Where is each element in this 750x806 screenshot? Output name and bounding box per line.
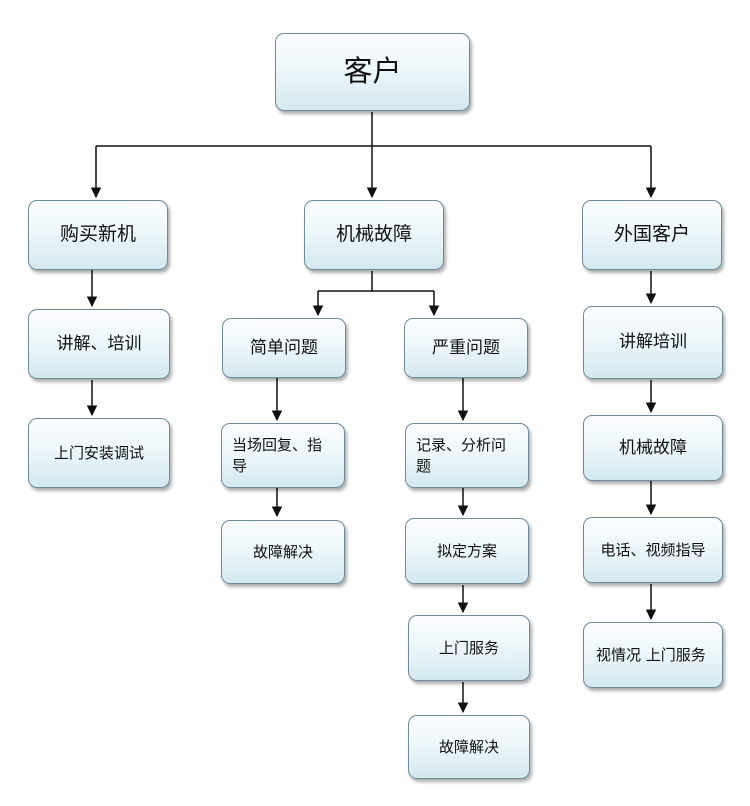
node-label: 严重问题 <box>432 337 500 358</box>
node-label: 客户 <box>343 54 402 89</box>
node-label: 电话、视频指导 <box>600 540 706 559</box>
node-label: 机械故障 <box>619 437 687 458</box>
node-label: 记录、分析问题 <box>416 436 507 475</box>
node-label: 简单问题 <box>250 337 318 358</box>
node-onsite-service: 上门服务 <box>408 615 530 681</box>
node-label: 机械故障 <box>335 223 412 246</box>
node-buy-new-machine: 购买新机 <box>28 200 168 270</box>
node-label: 讲解、培训 <box>56 333 142 354</box>
node-fault-resolved: 故障解决 <box>221 520 345 584</box>
node-explain-train: 讲解培训 <box>583 306 723 379</box>
node-label: 当场回复、指导 <box>232 436 323 475</box>
node-serious-problem: 严重问题 <box>404 318 528 378</box>
node-mechanical-fault: 机械故障 <box>583 415 723 481</box>
node-onsite-reply-guide: 当场回复、指导 <box>221 423 345 488</box>
node-label: 上门服务 <box>438 638 499 657</box>
node-label: 拟定方案 <box>436 541 497 560</box>
node-phone-video-guide: 电话、视频指导 <box>583 517 723 583</box>
node-label: 故障解决 <box>438 737 499 756</box>
node-label: 视情况 上门服务 <box>596 645 706 664</box>
node-label: 购买新机 <box>59 223 136 246</box>
node-explain-train: 讲解、培训 <box>28 309 170 379</box>
node-onsite-install: 上门安装调试 <box>28 418 170 488</box>
node-onsite-if-needed: 视情况 上门服务 <box>583 622 723 688</box>
node-simple-problem: 简单问题 <box>222 318 346 378</box>
node-label: 讲解培训 <box>619 332 687 353</box>
node-record-analyze: 记录、分析问题 <box>405 423 529 488</box>
node-draft-plan: 拟定方案 <box>405 518 529 584</box>
node-mechanical-fault: 机械故障 <box>304 200 444 270</box>
node-root: 客户 <box>275 33 470 111</box>
node-foreign-customer: 外国客户 <box>582 200 722 270</box>
node-label: 外国客户 <box>613 223 690 246</box>
node-label: 故障解决 <box>252 542 313 561</box>
node-label: 上门安装调试 <box>53 443 144 462</box>
node-fault-resolved: 故障解决 <box>408 715 530 779</box>
